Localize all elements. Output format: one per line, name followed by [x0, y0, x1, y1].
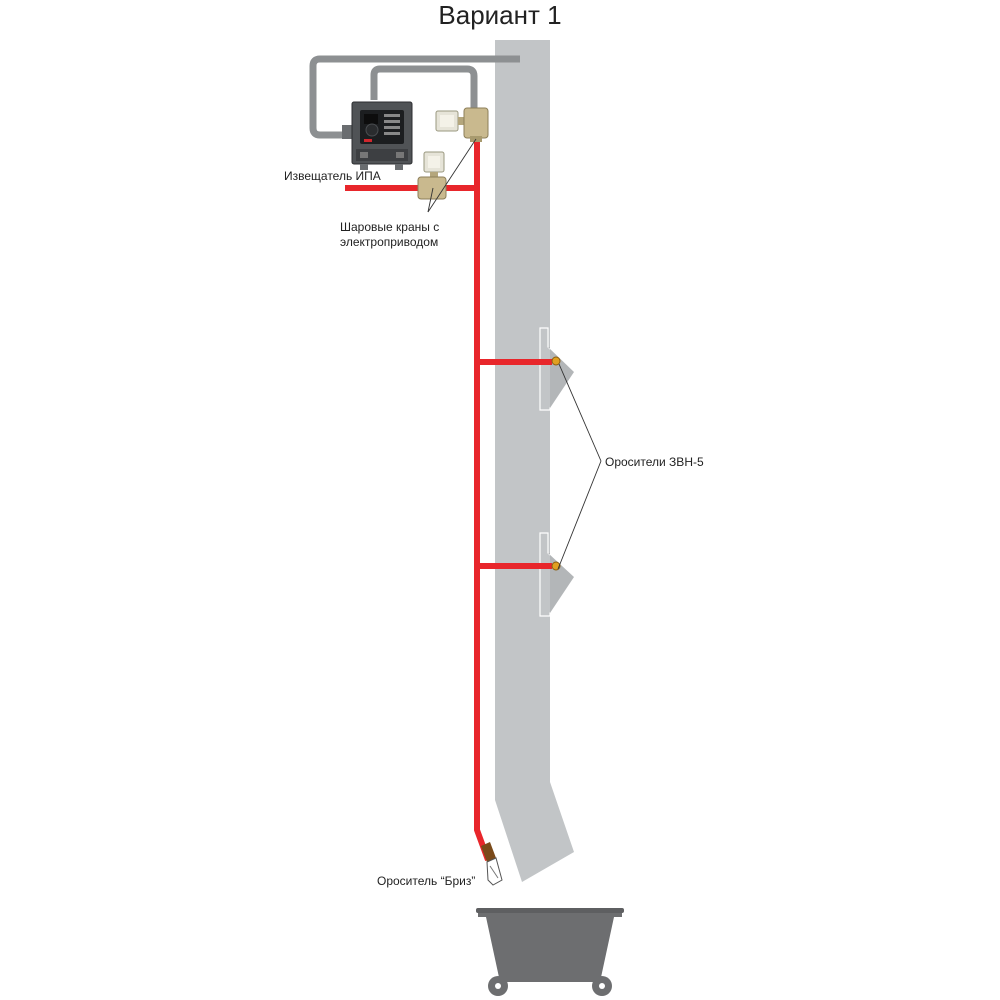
- sprinklers-label: Оросители ЗВН-5: [605, 455, 704, 469]
- bracket-shade-upper: [548, 347, 574, 408]
- detector-label: Извещатель ИПА: [284, 169, 381, 183]
- diagram-title: Вариант 1: [438, 0, 562, 30]
- waste-bin-icon: [476, 908, 624, 996]
- control-panel-icon: [342, 101, 413, 170]
- breeze-sprinkler-icon: [481, 842, 503, 886]
- ball-valve-icon: [417, 151, 447, 200]
- breeze-label: Ороситель “Бриз”: [377, 874, 476, 888]
- valves-label-line1: Шаровые краны с: [340, 220, 440, 234]
- valves-label-line2: электроприводом: [340, 235, 439, 249]
- leader-lines: [427, 138, 602, 570]
- sprinkler-nozzle-icon: [551, 356, 561, 366]
- signal-cable-inner: [370, 65, 478, 110]
- ball-valve-icon: [435, 107, 489, 142]
- signal-cable-outer: [309, 55, 520, 139]
- chute-shaft: [495, 40, 574, 882]
